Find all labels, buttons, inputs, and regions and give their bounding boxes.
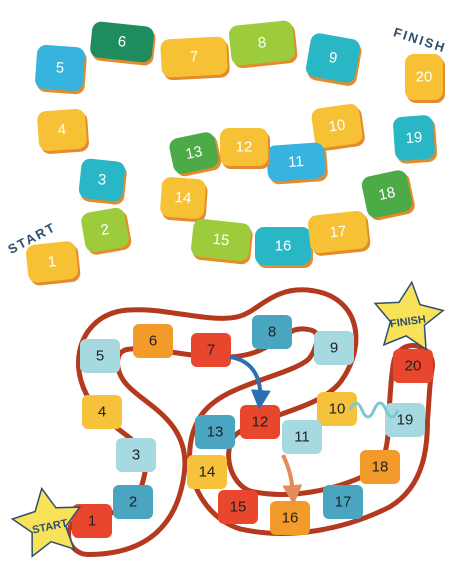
tile-number: 11 — [288, 153, 305, 171]
tile-number: 11 — [294, 429, 310, 446]
board-one-tile: 15 — [191, 218, 253, 265]
board-one-tile: 13 — [169, 132, 222, 177]
tile-number: 13 — [207, 424, 224, 441]
tile-number: 1 — [47, 253, 57, 271]
tile-number: 4 — [98, 404, 106, 421]
tile-number: 12 — [252, 414, 269, 431]
tile-number: 3 — [97, 171, 107, 189]
board-one-tile: 16 — [255, 227, 313, 268]
finish-label: FINISH — [389, 314, 426, 331]
board-two-tile: 11 — [282, 420, 322, 454]
tile-number: 17 — [329, 223, 347, 242]
tile-number: 7 — [189, 48, 198, 65]
tile-number: 6 — [117, 33, 127, 51]
board-one-tile: 9 — [305, 33, 362, 86]
tile-number: 3 — [132, 447, 140, 464]
board-two-tile: 7 — [191, 333, 231, 367]
board-two-tile: 9 — [314, 331, 354, 365]
tile-number: 16 — [282, 510, 299, 527]
tile-number: 13 — [184, 143, 204, 163]
board-two-tile: 8 — [252, 315, 292, 349]
board-two-tile: 14 — [187, 455, 227, 489]
start-star-icon: START — [10, 486, 82, 558]
board-one-tile: 10 — [311, 104, 365, 151]
tile-number: 5 — [96, 348, 104, 365]
board-one-tile: 14 — [160, 177, 208, 223]
board-two-tile: 17 — [323, 485, 363, 519]
board-one-tile: 19 — [393, 115, 438, 164]
tile-number: 6 — [149, 333, 157, 350]
tile-number: 16 — [275, 238, 292, 255]
board-two-tile: 10 — [317, 392, 357, 426]
tile-number: 10 — [328, 116, 347, 135]
board-two-tile: 18 — [360, 450, 400, 484]
tile-number: 8 — [268, 324, 276, 341]
board-two-tile: 1 — [72, 504, 112, 538]
board-one-tile: 3 — [78, 158, 127, 205]
board-two-tile: 15 — [218, 490, 258, 524]
board-one-tile: 18 — [361, 170, 415, 221]
board-one-tile: 2 — [81, 207, 132, 255]
tile-number: 10 — [329, 401, 346, 418]
board-one-tile: 12 — [220, 128, 270, 169]
board-two-tile: 19 — [385, 403, 425, 437]
tile-number: 8 — [257, 34, 267, 52]
board-two-tile: 13 — [195, 415, 235, 449]
tile-number: 5 — [55, 59, 65, 77]
chute-arrow-icon — [281, 454, 303, 505]
board-two-tile: 2 — [113, 485, 153, 519]
tile-number: 1 — [88, 513, 96, 530]
board-one-tile: 6 — [90, 21, 156, 66]
tile-number: 12 — [236, 139, 253, 156]
spring-icon — [348, 401, 400, 419]
tile-number: 9 — [327, 49, 338, 67]
board-one-tile: 7 — [160, 36, 230, 81]
board-two-tile: 16 — [270, 501, 310, 535]
board-one-tile: 17 — [308, 210, 371, 256]
tile-number: 15 — [230, 499, 247, 516]
tile-number: 2 — [129, 494, 137, 511]
tile-number: 4 — [57, 121, 67, 139]
tile-number: 19 — [397, 412, 414, 429]
finish-star-icon: FINISH — [373, 280, 445, 351]
board-two-tile: 3 — [116, 438, 156, 472]
tile-number: 19 — [405, 129, 423, 147]
tile-number: 15 — [212, 231, 230, 250]
board-one-tile: 20 — [405, 54, 445, 103]
tile-number: 9 — [330, 340, 338, 357]
board-two-tile: 4 — [82, 395, 122, 429]
board-two-tile: 20 — [393, 349, 433, 383]
tile-number: 18 — [372, 459, 389, 476]
tile-number: 20 — [405, 358, 422, 375]
board-two-tile: 12 — [240, 405, 280, 439]
board-two-tile: 6 — [133, 324, 173, 358]
finish-label: FINISH — [392, 24, 449, 55]
tile-number: 17 — [335, 494, 352, 511]
board-two-tile: 5 — [80, 339, 120, 373]
board-one-tile: 4 — [37, 108, 89, 154]
ladder-arrow-icon — [229, 355, 271, 410]
board-one-tile: 5 — [35, 44, 87, 95]
tile-number: 2 — [99, 221, 110, 239]
tile-number: 7 — [207, 342, 215, 359]
tile-number: 14 — [199, 464, 216, 481]
board-one-tile: 1 — [26, 241, 81, 286]
tile-number: 20 — [416, 69, 433, 86]
board-one-tile: 8 — [228, 20, 298, 69]
tile-number: 14 — [174, 189, 192, 207]
tile-number: 18 — [377, 184, 397, 204]
board-one-tile: 11 — [266, 142, 328, 185]
